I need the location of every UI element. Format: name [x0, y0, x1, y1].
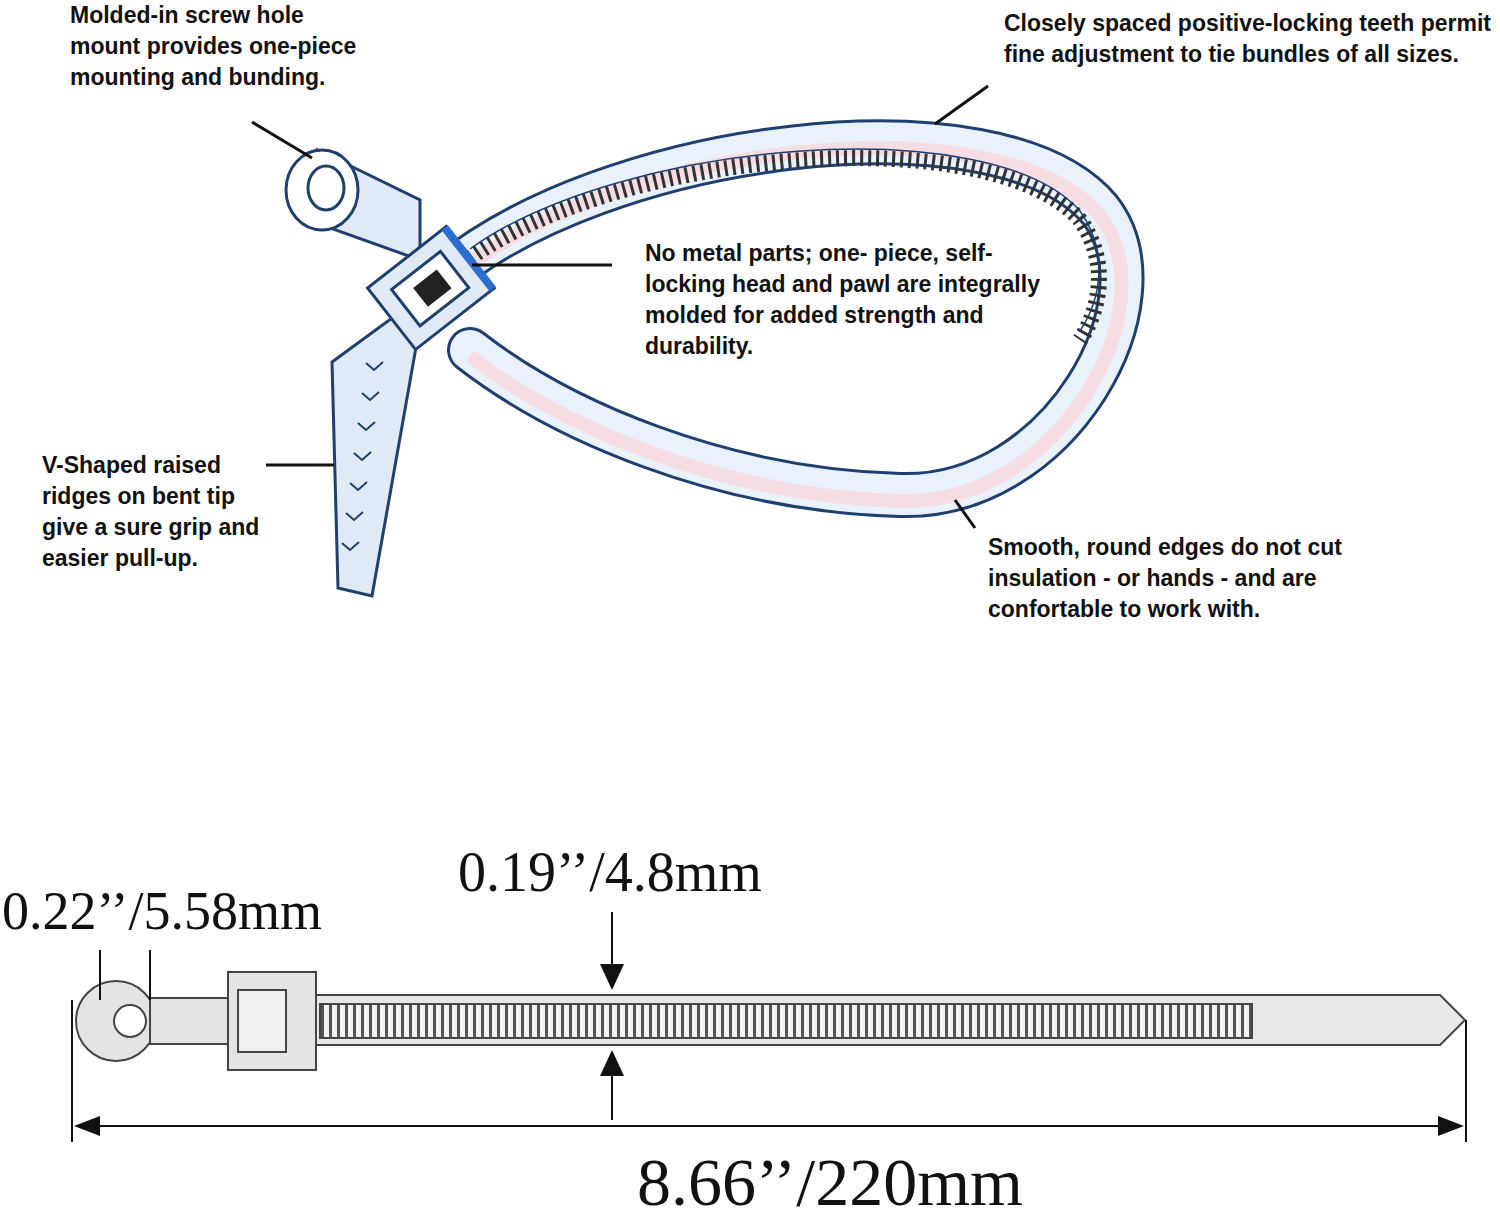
- locking-head: [368, 225, 496, 349]
- dimension-lines: [72, 912, 1466, 1142]
- callout-note: No metal parts; one- piece, self-locking…: [645, 238, 1055, 362]
- flat-tie: [76, 972, 1465, 1070]
- screw-mount: [286, 150, 420, 260]
- callout-note: Molded-in screw hole mount provides one-…: [70, 0, 360, 93]
- callout-note: Smooth, round edges do not cut insulatio…: [988, 532, 1428, 625]
- dimension-label: 0.19’’/4.8mm: [458, 844, 762, 900]
- bent-tip: [332, 318, 418, 596]
- callout-note: Closely spaced positive-locking teeth pe…: [1004, 8, 1496, 70]
- callout-note: V-Shaped raised ridges on bent tip give …: [42, 450, 264, 574]
- dimension-label: 8.66’’/220mm: [637, 1148, 1023, 1216]
- dimension-label: 0.22’’/5.58mm: [2, 884, 322, 938]
- tie-loop: [440, 142, 1121, 501]
